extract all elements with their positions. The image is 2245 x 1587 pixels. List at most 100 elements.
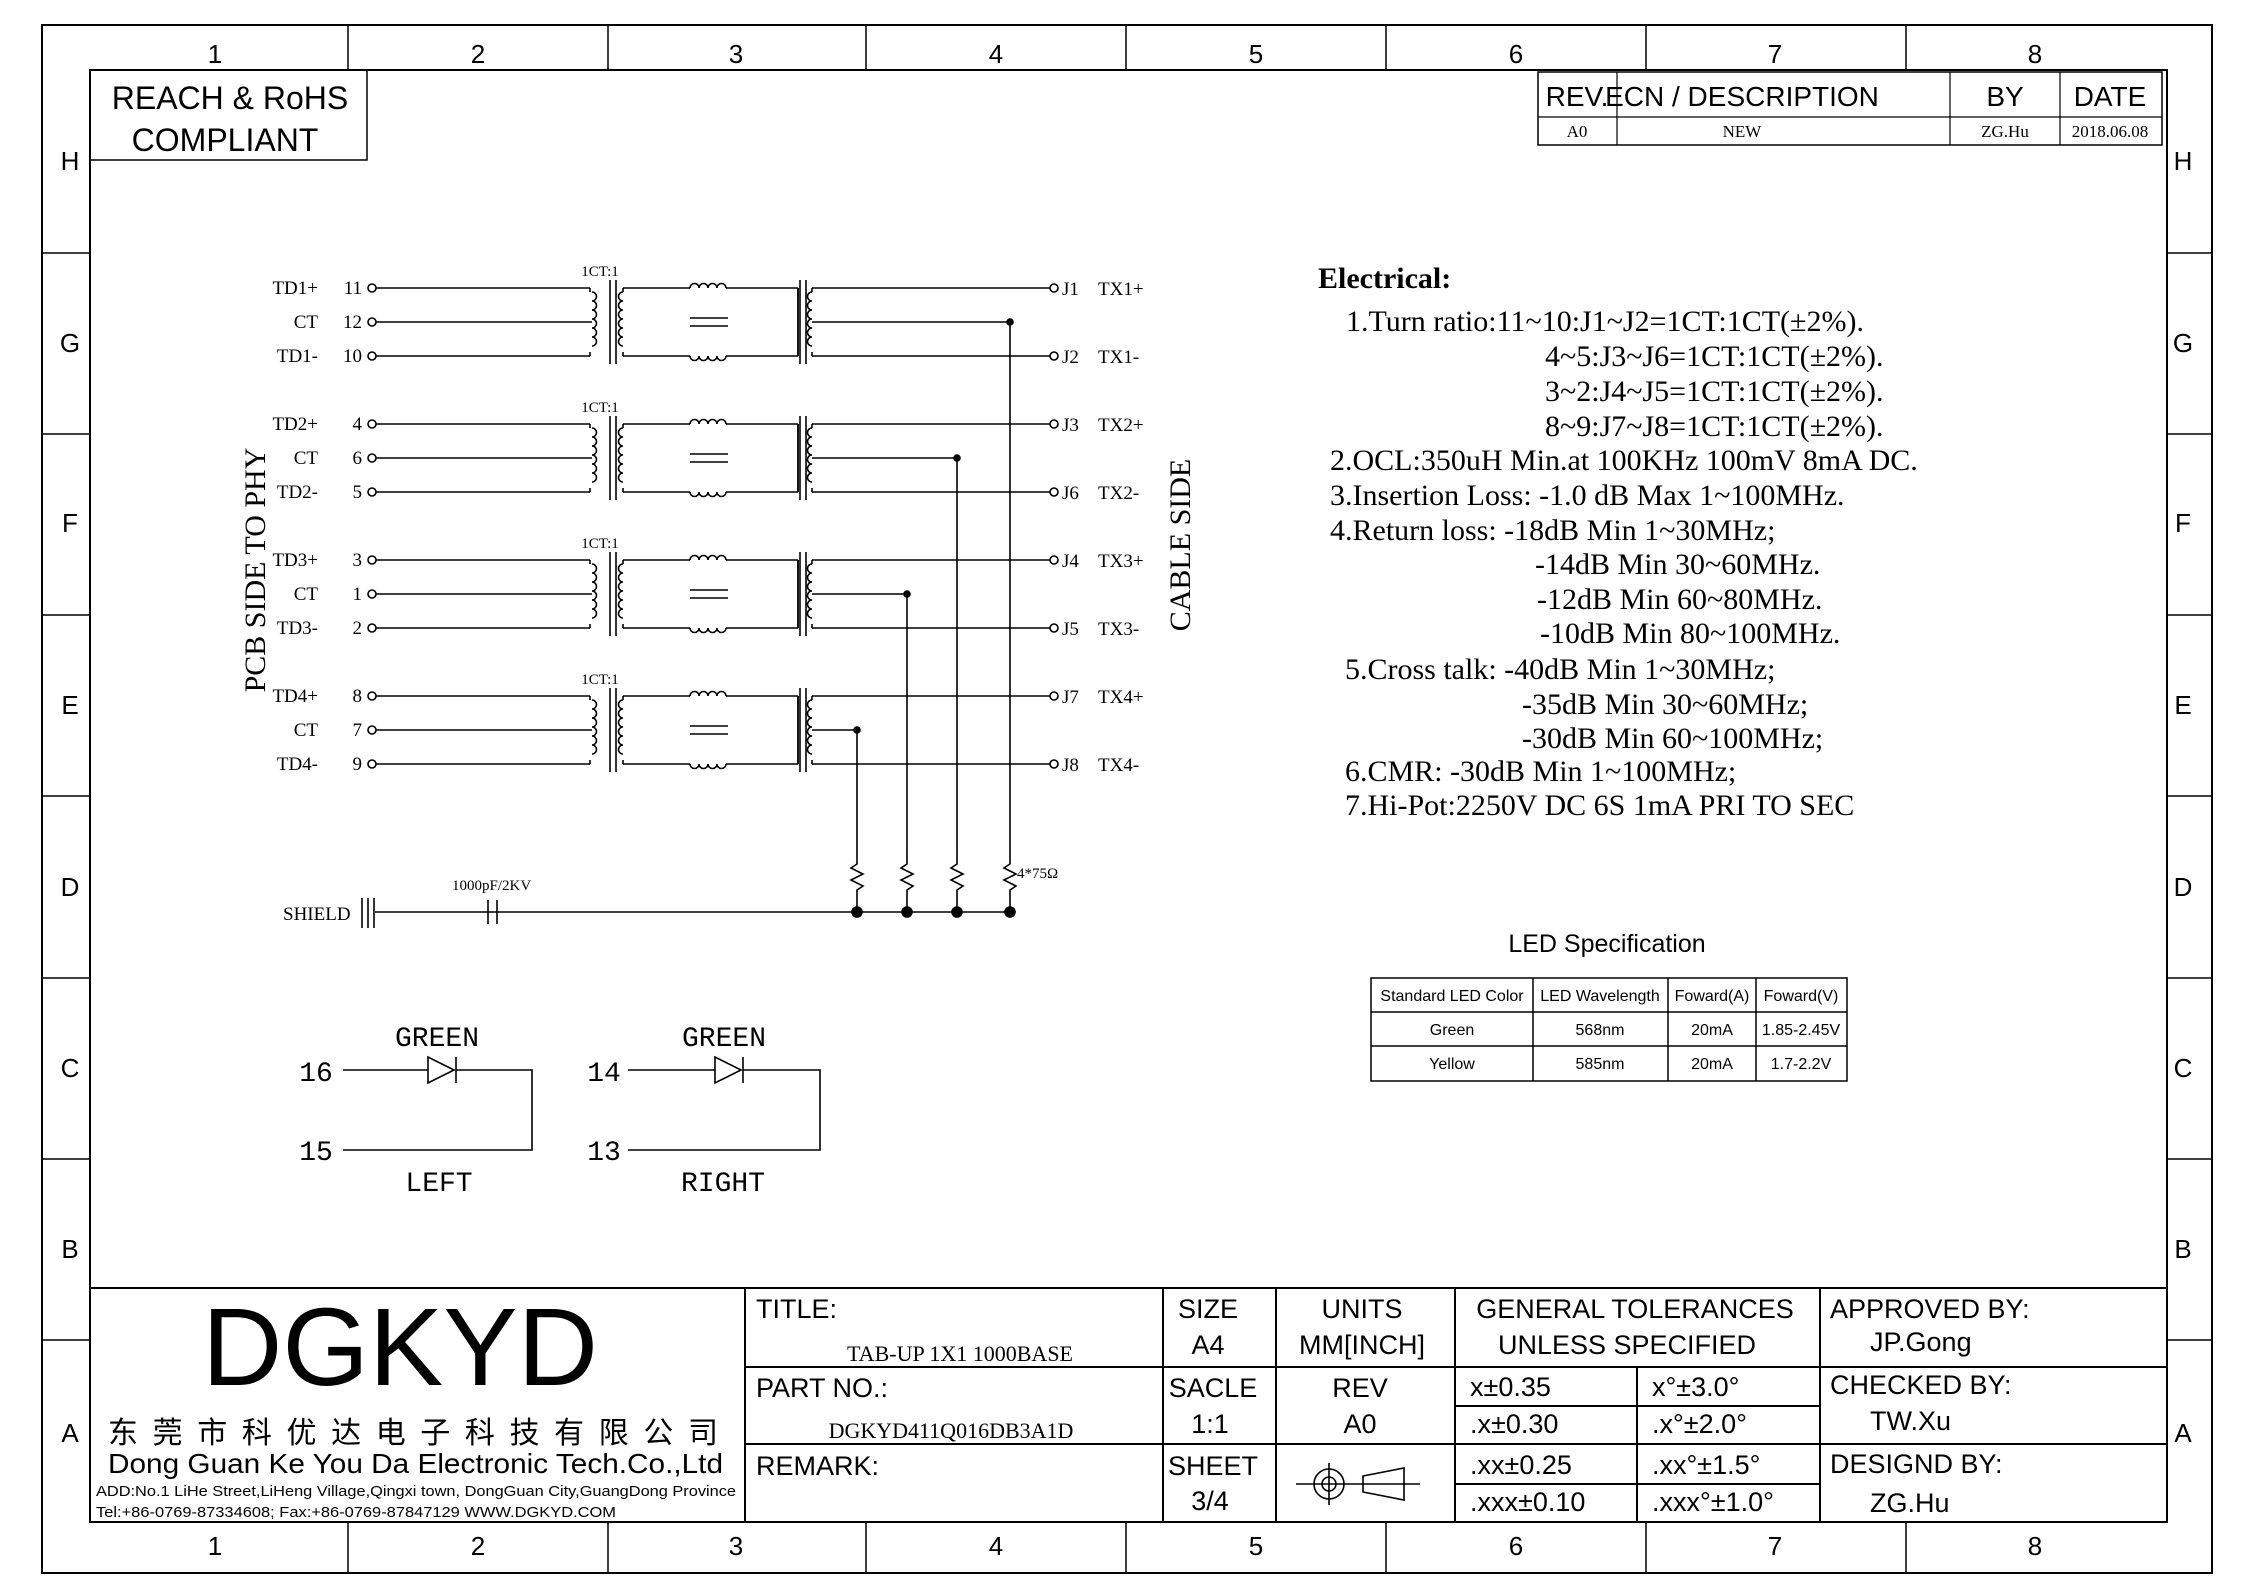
row-label-right: E: [2174, 690, 2191, 720]
led-right-side: RIGHT: [681, 1169, 765, 1200]
cable-signal: TX3+: [1098, 551, 1144, 572]
designed-value: ZG.Hu: [1870, 1488, 1950, 1518]
scale-value: 1:1: [1191, 1409, 1229, 1439]
termination-network: [361, 850, 1018, 928]
cable-pin: J4: [1062, 551, 1079, 572]
turn-ratio-label: 1CT:1: [581, 672, 619, 688]
compliance-line1: REACH & RoHS: [112, 80, 349, 116]
signal-name: CT: [294, 720, 319, 741]
led-spec-cell: 20mA: [1691, 1022, 1733, 1039]
title-label: TITLE:: [756, 1294, 837, 1324]
resistor-1: [849, 850, 865, 912]
transformer-channel-1: [367, 280, 1059, 364]
electrical-line: -10dB Min 80~100MHz.: [1540, 617, 1840, 650]
column-label-top: 5: [1249, 39, 1263, 69]
cable-signal: TX4-: [1098, 755, 1139, 776]
led-spec-cell: 585nm: [1576, 1056, 1625, 1073]
rev-value-block: A0: [1343, 1409, 1376, 1439]
pin-number: 2: [353, 618, 363, 639]
transformer-channel-4: [367, 688, 1059, 772]
row-label-left: F: [62, 508, 78, 538]
electrical-line: 8~9:J7~J8=1CT:1CT(±2%).: [1545, 410, 1884, 443]
pin-number: 5: [353, 482, 363, 503]
electrical-line: -30dB Min 60~100MHz;: [1522, 722, 1823, 755]
ecn-header: ECN / DESCRIPTION: [1605, 81, 1879, 112]
cable-signal: TX1+: [1098, 279, 1144, 300]
electrical-line: 4.Return loss: -18dB Min 1~30MHz;: [1330, 514, 1775, 547]
electrical-line: 2.OCL:350uH Min.at 100KHz 100mV 8mA DC.: [1330, 444, 1918, 477]
cable-signal: TX1-: [1098, 347, 1139, 368]
by-value: ZG.Hu: [1981, 122, 2029, 141]
electrical-line: 5.Cross talk: -40dB Min 1~30MHz;: [1345, 653, 1775, 686]
led-circuits: GREEN 16 15 LEFT GREEN 14 13 RIGHT: [299, 1024, 821, 1200]
tolerance-title-2: UNLESS SPECIFIED: [1498, 1330, 1756, 1360]
row-label-right: G: [2173, 328, 2193, 358]
company-name-cn: 东 莞 市 科 优 达 电 子 科 技 有 限 公 司: [108, 1417, 718, 1450]
cable-signal: TX2-: [1098, 483, 1139, 504]
pin-number: 7: [353, 720, 363, 741]
sheet-label: SHEET: [1168, 1451, 1258, 1481]
led-left-side: LEFT: [405, 1169, 472, 1200]
pin-number: 6: [353, 448, 363, 469]
units-label: UNITS: [1322, 1294, 1403, 1324]
resistor-label: 4*75Ω: [1017, 866, 1058, 882]
tolerance-linear: .x±0.30: [1470, 1409, 1558, 1439]
resistor-4: [1002, 850, 1018, 912]
signal-name: TD3+: [272, 550, 318, 571]
projection-symbol-icon: [1296, 1463, 1420, 1505]
row-label-left: A: [61, 1418, 79, 1448]
pcb-side-label: PCB SIDE TO PHY: [239, 448, 272, 693]
led-spec-cell: 568nm: [1576, 1022, 1625, 1039]
designed-label: DESIGND BY:: [1830, 1449, 2003, 1479]
by-header: BY: [1986, 81, 2024, 112]
ecn-value: NEW: [1723, 122, 1763, 141]
cable-pin: J1: [1062, 279, 1079, 300]
led-spec-title: LED Specification: [1508, 930, 1705, 958]
date-value: 2018.06.08: [2072, 122, 2149, 141]
tolerance-linear: .xx±0.25: [1470, 1450, 1572, 1480]
led-spec-cell: Green: [1430, 1022, 1474, 1039]
row-label-left: C: [61, 1053, 80, 1083]
led-spec-header: LED Wavelength: [1540, 988, 1659, 1005]
led-left: GREEN 16 15 LEFT: [299, 1024, 533, 1200]
led-spec-cell: Yellow: [1429, 1056, 1475, 1073]
resistor-3: [949, 850, 965, 912]
date-header: DATE: [2074, 81, 2147, 112]
transformer-channel-2: [367, 416, 1059, 500]
column-label-top: 3: [729, 39, 743, 69]
title-block: DGKYD 东 莞 市 科 优 达 电 子 科 技 有 限 公 司 Dong G…: [90, 1286, 2167, 1522]
electrical-line: -35dB Min 30~60MHz;: [1522, 688, 1808, 721]
resistor-2: [899, 850, 915, 912]
column-label-bottom: 1: [208, 1531, 222, 1561]
row-label-right: A: [2174, 1418, 2192, 1448]
company-address: ADD:No.1 LiHe Street,LiHeng Village,Qing…: [96, 1483, 736, 1500]
signal-name: TD3-: [277, 618, 318, 639]
row-label-right: H: [2174, 146, 2193, 176]
tolerance-angular: .x°±2.0°: [1652, 1409, 1747, 1439]
cable-pin: J3: [1062, 415, 1079, 436]
led-spec-cell: 20mA: [1691, 1056, 1733, 1073]
tolerance-angular: x°±3.0°: [1652, 1372, 1739, 1402]
company-logo: DGKYD: [202, 1286, 598, 1409]
tolerance-angular: .xx°±1.5°: [1652, 1450, 1760, 1480]
row-label-right: D: [2174, 872, 2193, 902]
approved-label: APPROVED BY:: [1830, 1294, 2030, 1324]
signal-name: TD1-: [277, 346, 318, 367]
column-label-bottom: 7: [1768, 1531, 1782, 1561]
row-label-left: G: [60, 328, 80, 358]
column-label-bottom: 3: [729, 1531, 743, 1561]
signal-name: CT: [294, 584, 319, 605]
row-label-left: D: [61, 872, 80, 902]
title-value: TAB-UP 1X1 1000BASE: [847, 1341, 1073, 1366]
column-label-bottom: 4: [989, 1531, 1003, 1561]
row-label-right: C: [2174, 1053, 2193, 1083]
signal-name: CT: [294, 312, 319, 333]
row-label-right: B: [2174, 1234, 2191, 1264]
pin-number: 10: [343, 346, 362, 367]
transformer-channel-3: [367, 552, 1059, 636]
cable-signal: TX3-: [1098, 619, 1139, 640]
